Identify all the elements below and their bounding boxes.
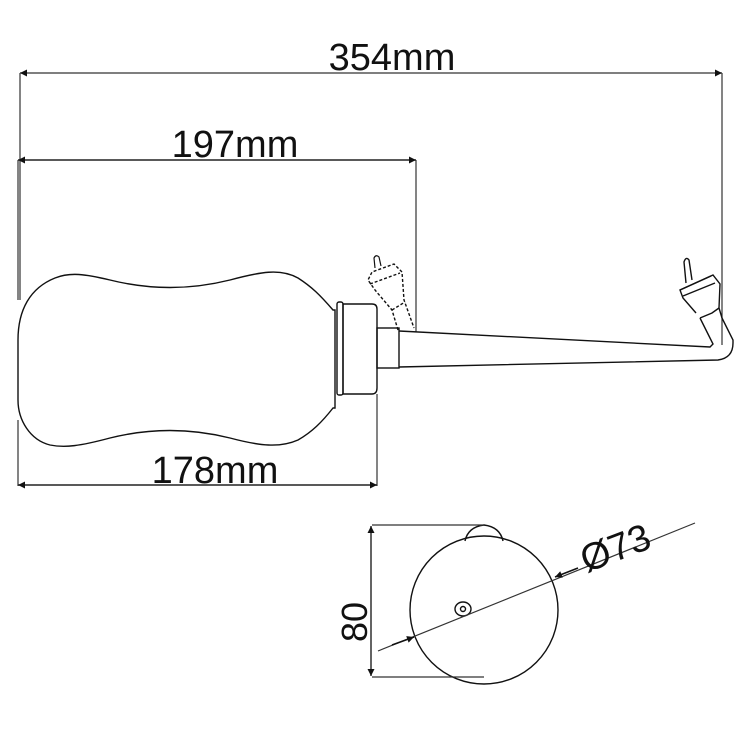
cap-flange [336, 301, 344, 396]
bottle-end-view [409, 524, 559, 685]
dimension-bottle-body: 178mm [17, 394, 378, 492]
dimension-label-178: 178mm [152, 450, 279, 492]
nozzle-collar [376, 327, 400, 369]
spray-tip-alternate-position [367, 263, 415, 331]
dimension-label-197: 197mm [172, 124, 299, 166]
dimension-label-354: 354mm [329, 37, 456, 79]
dimension-end-view-diameter: Ø73 [377, 516, 696, 652]
end-view-center-hole [459, 605, 467, 613]
nozzle-tube [398, 317, 734, 368]
end-view-center-boss [454, 601, 472, 617]
dimension-label-diameter-73: Ø73 [575, 516, 657, 581]
bottle-side-view [17, 255, 734, 447]
bottle-cap [342, 303, 378, 395]
end-view-nozzle-bump [464, 524, 504, 542]
diameter-leader-line [377, 522, 696, 652]
spray-tip-alternate-nib [373, 255, 382, 269]
dimension-bottle-with-cap: 197mm [17, 124, 417, 332]
dimension-end-view-height: 80 [334, 524, 484, 678]
bottle-body [17, 271, 336, 447]
spray-tip-right [679, 257, 723, 319]
dimension-overall-length: 354mm [19, 37, 723, 345]
end-view-circle [409, 535, 559, 685]
dimension-label-80: 80 [334, 602, 375, 642]
diameter-arrow-right [554, 567, 579, 578]
diameter-arrow-left [391, 636, 415, 646]
